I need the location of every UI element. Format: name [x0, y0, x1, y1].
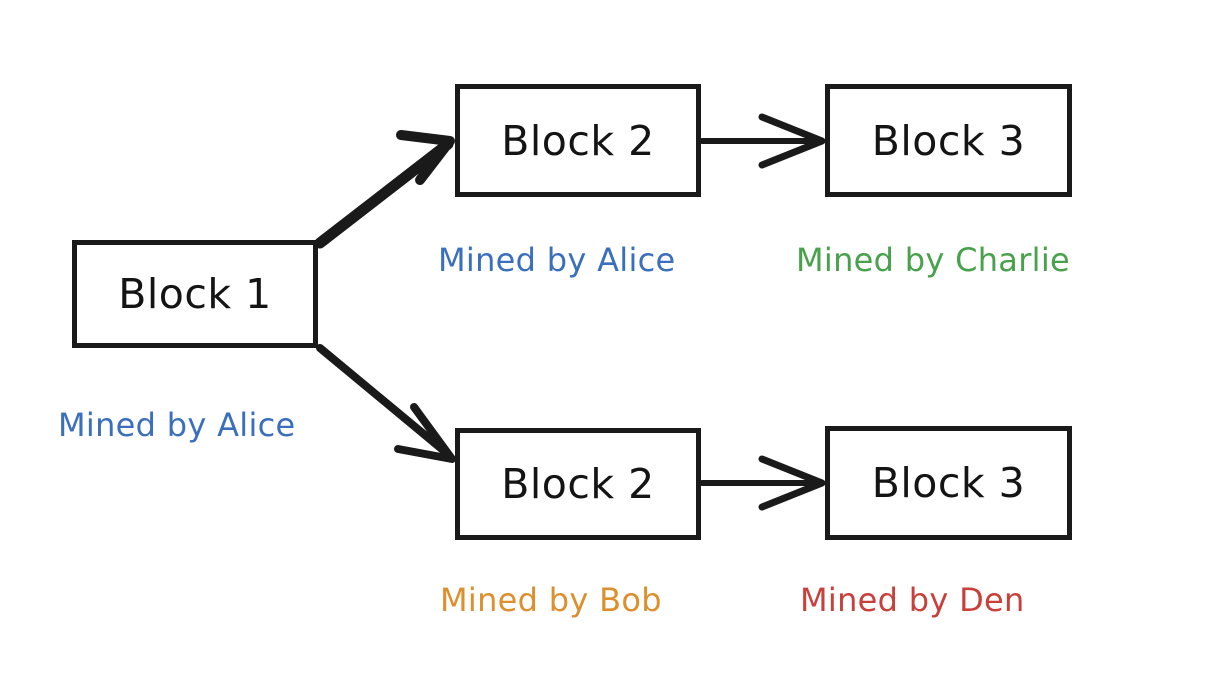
- block-label: Block 1: [118, 270, 272, 318]
- arrow-chain-bottom: [699, 455, 826, 511]
- block-label: Block 3: [871, 116, 1026, 165]
- miner-label-block-3-top: Mined by Charlie: [796, 241, 1071, 279]
- miner-label-block-2-top: Mined by Alice: [438, 241, 676, 279]
- block-node-block-2-top[interactable]: Block 2: [455, 84, 701, 197]
- block-node-block-2-bottom[interactable]: Block 2: [455, 428, 701, 540]
- block-node-block-3-top[interactable]: Block 3: [825, 84, 1072, 197]
- miner-label-block-1: Mined by Alice: [58, 406, 296, 444]
- block-node-block-3-bottom[interactable]: Block 3: [825, 426, 1072, 540]
- arrow-fork-down: [316, 344, 456, 463]
- arrow-chain-top: [699, 113, 826, 169]
- miner-label-block-2-bottom: Mined by Bob: [440, 581, 662, 619]
- block-label: Block 2: [501, 460, 655, 508]
- block-label: Block 3: [871, 459, 1026, 507]
- arrow-fork-up: [314, 130, 455, 249]
- miner-label-block-3-bottom: Mined by Den: [800, 581, 1025, 619]
- block-label: Block 2: [501, 116, 655, 165]
- block-node-block-1[interactable]: Block 1: [72, 240, 318, 348]
